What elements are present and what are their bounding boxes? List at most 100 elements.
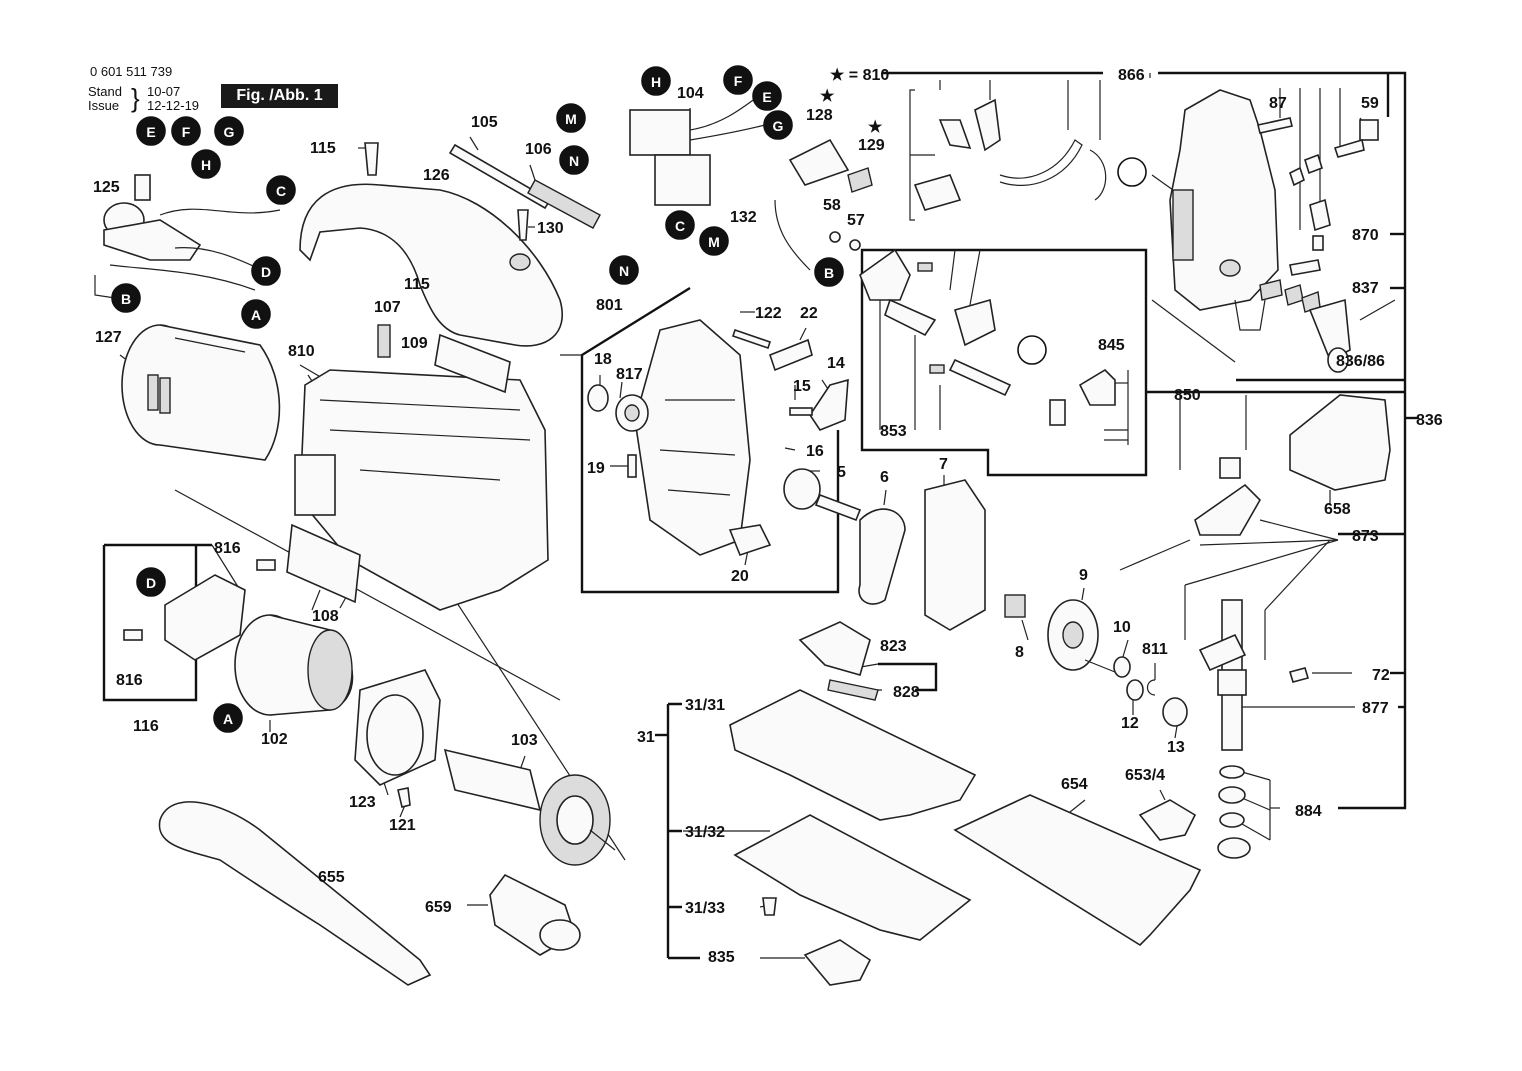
marker-d: D [251,256,281,286]
part-836-86-roller [1308,298,1351,373]
part-label-57: 57 [847,212,865,229]
marker-h: H [191,149,221,179]
part-658-cover [1289,394,1391,491]
marker-letter: F [734,73,743,89]
part-654-plate [953,794,1202,947]
part-label-870: 870 [1352,227,1379,244]
part-label-103: 103 [511,732,538,749]
part-870-clip [1309,198,1331,232]
part-pin-roller [814,493,862,522]
marker-e: E [752,81,782,111]
part-10-washer [1113,656,1131,678]
part-125-switch [94,174,281,299]
marker-circle [699,226,729,256]
part-label-130: 130 [537,220,564,237]
part-837-screw [1289,259,1321,276]
part-label-31: 31 [637,729,655,746]
frame-850 [860,248,1148,477]
marker-n: N [609,255,639,285]
figure-badge: Fig. /Abb. 1 [221,84,338,108]
part-13-bushing [1162,697,1188,727]
part-label-108: 108 [312,608,339,625]
marker-letter: X [1027,343,1037,359]
marker-a: A [241,299,271,329]
marker-circle [136,116,166,146]
part-850-lever-group [859,248,1012,397]
marker-b: B [814,257,844,287]
part-label-12: 12 [1121,715,1139,732]
parts [94,89,1396,986]
document-number: 0 601 511 739 [90,64,173,79]
part-label-828: 828 [893,684,920,701]
part-label-13: 13 [1167,739,1185,756]
part-108-label [286,523,361,604]
marker-circle [763,110,793,140]
part-105-shaft [448,143,552,210]
marker-m: M [556,103,586,133]
group-frames [102,71,1418,960]
part-label-19: 19 [587,460,605,477]
marker-n: N [559,145,589,175]
part-label-14: 14 [827,355,845,372]
part-659-adapter [489,873,581,956]
part-label-836: 836 [1416,412,1443,429]
part-label-8: 8 [1015,644,1024,661]
marker-x: X [1117,157,1147,187]
part-18-ring [587,384,609,412]
part-label-655: 655 [318,869,345,886]
marker-f: F [723,65,753,95]
part-label-58: 58 [823,197,841,214]
star-legend: ★ = 810 [830,67,889,84]
part-label-658: 658 [1324,501,1351,518]
part-label-7: 7 [939,456,948,473]
part-109-label [434,333,511,394]
marker-b: B [111,283,141,313]
part-811-clip [1146,679,1156,696]
marker-letter: M [565,111,577,127]
part-number-labels: 1251271151261051061301041281291325857866… [93,67,1443,966]
marker-circle [111,283,141,313]
marker-letter: D [261,264,271,280]
part-label-659: 659 [425,899,452,916]
marker-letter: D [146,575,156,591]
marker-e: E [136,116,166,146]
marker-c: C [665,210,695,240]
part-835-clamp [803,939,872,986]
part-103-armature [443,748,616,866]
star-mark-129: ★ [868,119,883,136]
part-7-gear-plate [924,479,986,631]
part-873-bushing [1219,457,1241,479]
part-label-654: 654 [1061,776,1088,793]
marker-letter: F [182,124,191,140]
part-31-base-plate [729,689,977,821]
part-label-125: 125 [93,179,120,196]
marker-circle [1017,335,1047,365]
part-label-123: 123 [349,794,376,811]
marker-a: A [213,703,243,733]
part-5-disc [783,468,821,510]
part-label-16: 16 [806,443,824,460]
marker-letter: M [708,234,720,250]
part-label-823: 823 [880,638,907,655]
marker-letter: A [251,307,261,323]
part-6-cam [858,508,906,605]
part-label-102: 102 [261,731,288,748]
marker-h: H [641,66,671,96]
part-label-835: 835 [708,949,735,966]
marker-letter: H [201,157,211,173]
marker-circle [1117,157,1147,187]
part-20-block [728,524,772,556]
stand-date: 10-07 [147,84,181,99]
marker-m: M [699,226,729,256]
part-126-handle [299,183,563,347]
part-15-pin [789,407,813,416]
part-128-cover [788,138,850,186]
marker-circle [191,149,221,179]
part-label-59: 59 [1361,95,1379,112]
part-655-dust-hose [158,801,432,986]
part-102-field-coil [234,614,354,716]
marker-letter: B [121,291,131,307]
part-845-clip [1078,368,1116,406]
